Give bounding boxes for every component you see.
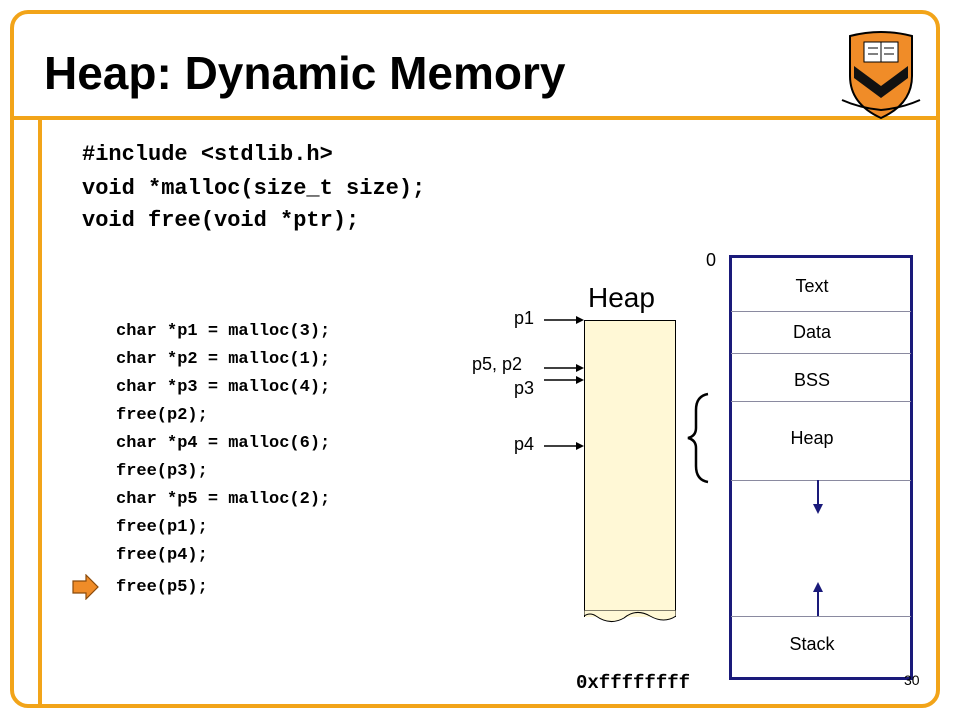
curly-brace-icon	[687, 392, 709, 484]
code-line-6: free(p3);	[116, 462, 208, 481]
segment-bss: BSS	[793, 370, 831, 390]
code-line-8: free(p1);	[116, 518, 208, 537]
code-line-1: char *p1 = malloc(3);	[116, 322, 331, 341]
address-max: 0xffffffff	[576, 672, 691, 694]
code-line-2: char *p2 = malloc(1);	[116, 350, 331, 369]
code-line-10: free(p5);	[116, 578, 208, 597]
heap-torn-edge	[584, 610, 676, 622]
code-line-4: free(p2);	[116, 406, 208, 425]
code-line-5: char *p4 = malloc(6);	[116, 434, 331, 453]
address-zero: 0	[706, 250, 717, 270]
include-line: #include <stdlib.h>	[82, 142, 333, 167]
pointer-p5-p2-label: p5, p2	[472, 354, 523, 374]
slide-title: Heap: Dynamic Memory	[44, 47, 566, 99]
pointer-arrows	[544, 316, 584, 450]
pointer-p1-label: p1	[514, 308, 535, 328]
stack-growth-arrow-icon	[813, 582, 823, 616]
pointer-p4-label: p4	[514, 434, 535, 454]
code-line-7: char *p5 = malloc(2);	[116, 490, 331, 509]
heap-growth-arrow-icon	[813, 480, 823, 514]
pointer-p3-label: p3	[514, 378, 535, 398]
divider-free-stack	[731, 616, 911, 617]
code-line-3: char *p3 = malloc(4);	[116, 378, 331, 397]
divider-bss-heap	[731, 401, 911, 402]
divider-heap-free	[731, 480, 911, 481]
heap-region	[584, 320, 676, 617]
segment-text: Text	[795, 276, 829, 296]
divider-text-data	[731, 311, 911, 312]
segment-data: Data	[792, 322, 832, 342]
current-line-arrow-icon	[72, 574, 99, 600]
segment-heap: Heap	[790, 428, 834, 448]
left-divider	[38, 120, 42, 708]
malloc-prototype: void *malloc(size_t size);	[82, 176, 426, 201]
page-number: 30	[904, 672, 920, 688]
free-prototype: void free(void *ptr);	[82, 208, 360, 233]
code-line-9: free(p4);	[116, 546, 208, 565]
title-divider	[14, 116, 938, 120]
divider-data-bss	[731, 353, 911, 354]
slide-frame	[10, 10, 940, 708]
heap-title: Heap	[588, 282, 655, 313]
shield-logo-icon	[841, 31, 921, 120]
memory-layout-box	[729, 255, 913, 680]
segment-stack: Stack	[789, 634, 835, 654]
